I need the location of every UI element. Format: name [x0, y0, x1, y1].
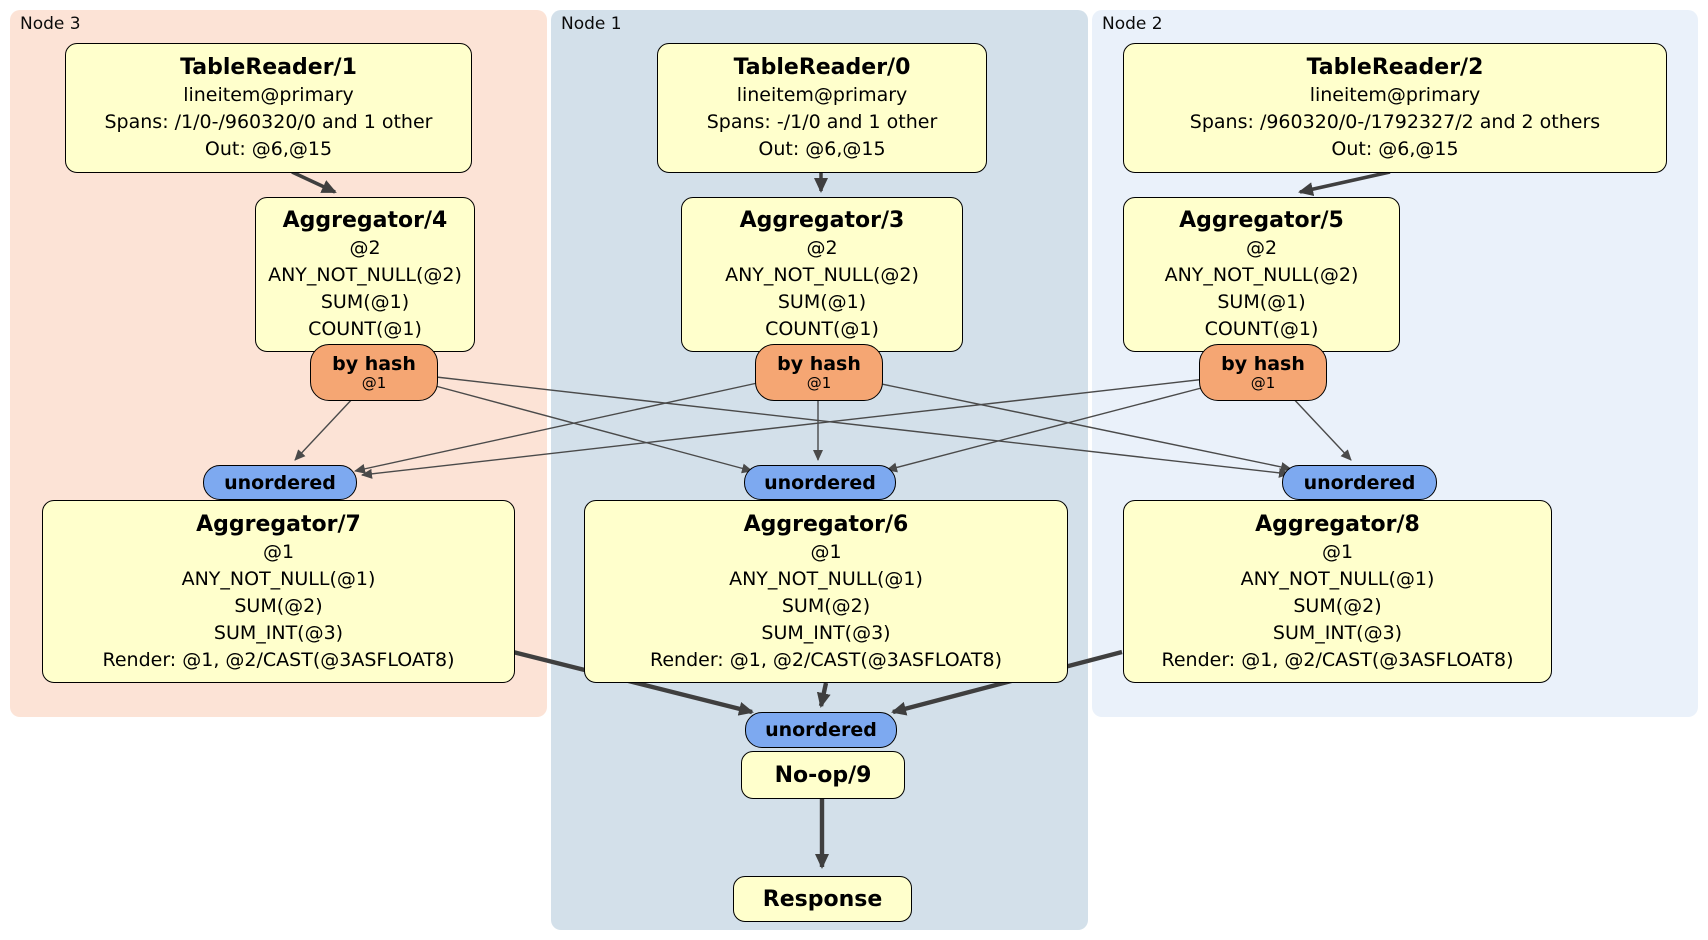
sync-label: unordered: [765, 719, 877, 741]
node-line: @2: [806, 237, 838, 259]
router-sublabel: @1: [361, 374, 387, 392]
node-title: Aggregator/3: [739, 208, 905, 233]
edge-byhash3-uno8: [435, 376, 1290, 478]
node-line: SUM(@2): [781, 594, 871, 617]
router-by-hash-node2: by hash @1: [1199, 344, 1327, 401]
sync-label: unordered: [764, 471, 876, 494]
edge-agg6-unob: [816, 682, 831, 708]
node-line: ANY_NOT_NULL(@1): [1240, 567, 1435, 590]
plan-node-aggregator-8: Aggregator/8 @1 ANY_NOT_NULL(@1) SUM(@2)…: [1123, 500, 1552, 683]
sync-unordered-node2: unordered: [1282, 465, 1437, 500]
edge-byhash1-uno8: [871, 381, 1292, 472]
node-line: @1: [810, 540, 842, 563]
node-line: @2: [1245, 237, 1278, 259]
node-title: Aggregator/8: [1255, 511, 1420, 537]
sync-label: unordered: [224, 471, 336, 494]
plan-node-aggregator-7: Aggregator/7 @1 ANY_NOT_NULL(@1) SUM(@2)…: [42, 500, 515, 683]
node-title: TableReader/2: [1306, 55, 1484, 80]
node-line: ANY_NOT_NULL(@2): [268, 264, 462, 286]
region-label-node3: Node 3: [20, 14, 81, 34]
node-line: SUM_INT(@3): [1272, 621, 1403, 644]
edge-byhash3-uno6: [427, 383, 753, 474]
node-line: Spans: -/1/0 and 1 other: [706, 111, 938, 133]
region-label-node1: Node 1: [561, 14, 622, 34]
edge-group-hash-mesh: [294, 376, 1352, 479]
sync-unordered-node3: unordered: [203, 465, 357, 500]
node-line: Out: @6,@15: [204, 138, 333, 160]
router-label: by hash: [777, 353, 861, 375]
edge-tr2-agg5: [1298, 170, 1391, 197]
node-line: ANY_NOT_NULL(@2): [1164, 264, 1359, 286]
sync-unordered-final: unordered: [745, 712, 897, 748]
node-title: TableReader/1: [180, 55, 357, 80]
node-line: @1: [262, 540, 295, 563]
edge-byhash2-uno8: [1289, 394, 1352, 461]
node-line: COUNT(@1): [308, 318, 422, 340]
node-title: Aggregator/7: [196, 511, 361, 537]
node-line: lineitem@primary: [183, 84, 354, 106]
sync-label: unordered: [1303, 471, 1416, 494]
node-line: Render: @1, @2/CAST(@3ASFLOAT8): [650, 648, 1002, 671]
edge-byhash2-uno7: [361, 378, 1207, 479]
node-line: ANY_NOT_NULL(@1): [729, 567, 923, 590]
node-line: Spans: /1/0-/960320/0 and 1 other: [104, 111, 433, 133]
node-line: SUM(@2): [234, 594, 323, 617]
edge-byhash1-uno7: [354, 381, 763, 474]
node-line: COUNT(@1): [765, 318, 879, 340]
node-title: Aggregator/4: [282, 208, 448, 233]
edge-byhash2-uno6: [886, 385, 1210, 473]
router-by-hash-node1: by hash @1: [755, 344, 883, 401]
plan-node-aggregator-6: Aggregator/6 @1 ANY_NOT_NULL(@1) SUM(@2)…: [584, 500, 1068, 683]
plan-node-aggregator-3: Aggregator/3 @2 ANY_NOT_NULL(@2) SUM(@1)…: [681, 197, 963, 352]
node-title: Aggregator/5: [1179, 208, 1344, 233]
plan-node-tablereader-0: TableReader/0 lineitem@primary Spans: -/…: [657, 43, 987, 173]
plan-node-aggregator-4: Aggregator/4 @2 ANY_NOT_NULL(@2) SUM(@1)…: [255, 197, 475, 352]
node-line: lineitem@primary: [736, 84, 908, 106]
router-label: by hash: [332, 353, 416, 375]
edge-byhash3-uno7: [294, 395, 356, 461]
node-line: SUM(@2): [1293, 594, 1382, 617]
node-line: Spans: /960320/0-/1792327/2 and 2 others: [1189, 111, 1601, 133]
node-line: SUM(@1): [320, 291, 410, 313]
node-line: SUM_INT(@3): [213, 621, 344, 644]
sync-unordered-node1: unordered: [744, 465, 896, 500]
node-line: COUNT(@1): [1204, 318, 1319, 340]
router-sublabel: @1: [1250, 374, 1276, 392]
edge-group-tablereader-to-aggregator: [291, 170, 1391, 197]
node-line: Render: @1, @2/CAST(@3ASFLOAT8): [1161, 648, 1514, 671]
router-label: by hash: [1221, 353, 1305, 375]
node-line: SUM(@1): [1217, 291, 1306, 313]
node-line: ANY_NOT_NULL(@2): [725, 264, 919, 286]
node-title: No-op/9: [774, 762, 872, 788]
node-line: Out: @6,@15: [1331, 138, 1459, 160]
node-line: Render: @1, @2/CAST(@3ASFLOAT8): [102, 648, 455, 671]
plan-node-noop-9: No-op/9: [741, 751, 905, 799]
router-sublabel: @1: [806, 374, 832, 392]
plan-node-response: Response: [733, 876, 912, 922]
node-title: Aggregator/6: [743, 511, 909, 537]
node-line: SUM(@1): [777, 291, 867, 313]
node-line: ANY_NOT_NULL(@1): [181, 567, 376, 590]
node-line: @1: [1321, 540, 1354, 563]
node-line: @2: [349, 237, 381, 259]
edge-tr1-agg4: [291, 170, 337, 194]
node-line: Out: @6,@15: [758, 138, 886, 160]
plan-node-tablereader-1: TableReader/1 lineitem@primary Spans: /1…: [65, 43, 472, 173]
router-by-hash-node3: by hash @1: [310, 344, 438, 401]
node-title: Response: [762, 886, 883, 912]
node-title: TableReader/0: [733, 55, 911, 80]
node-line: lineitem@primary: [1309, 84, 1481, 106]
plan-node-tablereader-2: TableReader/2 lineitem@primary Spans: /9…: [1123, 43, 1667, 173]
node-line: SUM_INT(@3): [761, 621, 891, 644]
plan-node-aggregator-5: Aggregator/5 @2 ANY_NOT_NULL(@2) SUM(@1)…: [1123, 197, 1400, 352]
region-label-node2: Node 2: [1102, 14, 1163, 34]
